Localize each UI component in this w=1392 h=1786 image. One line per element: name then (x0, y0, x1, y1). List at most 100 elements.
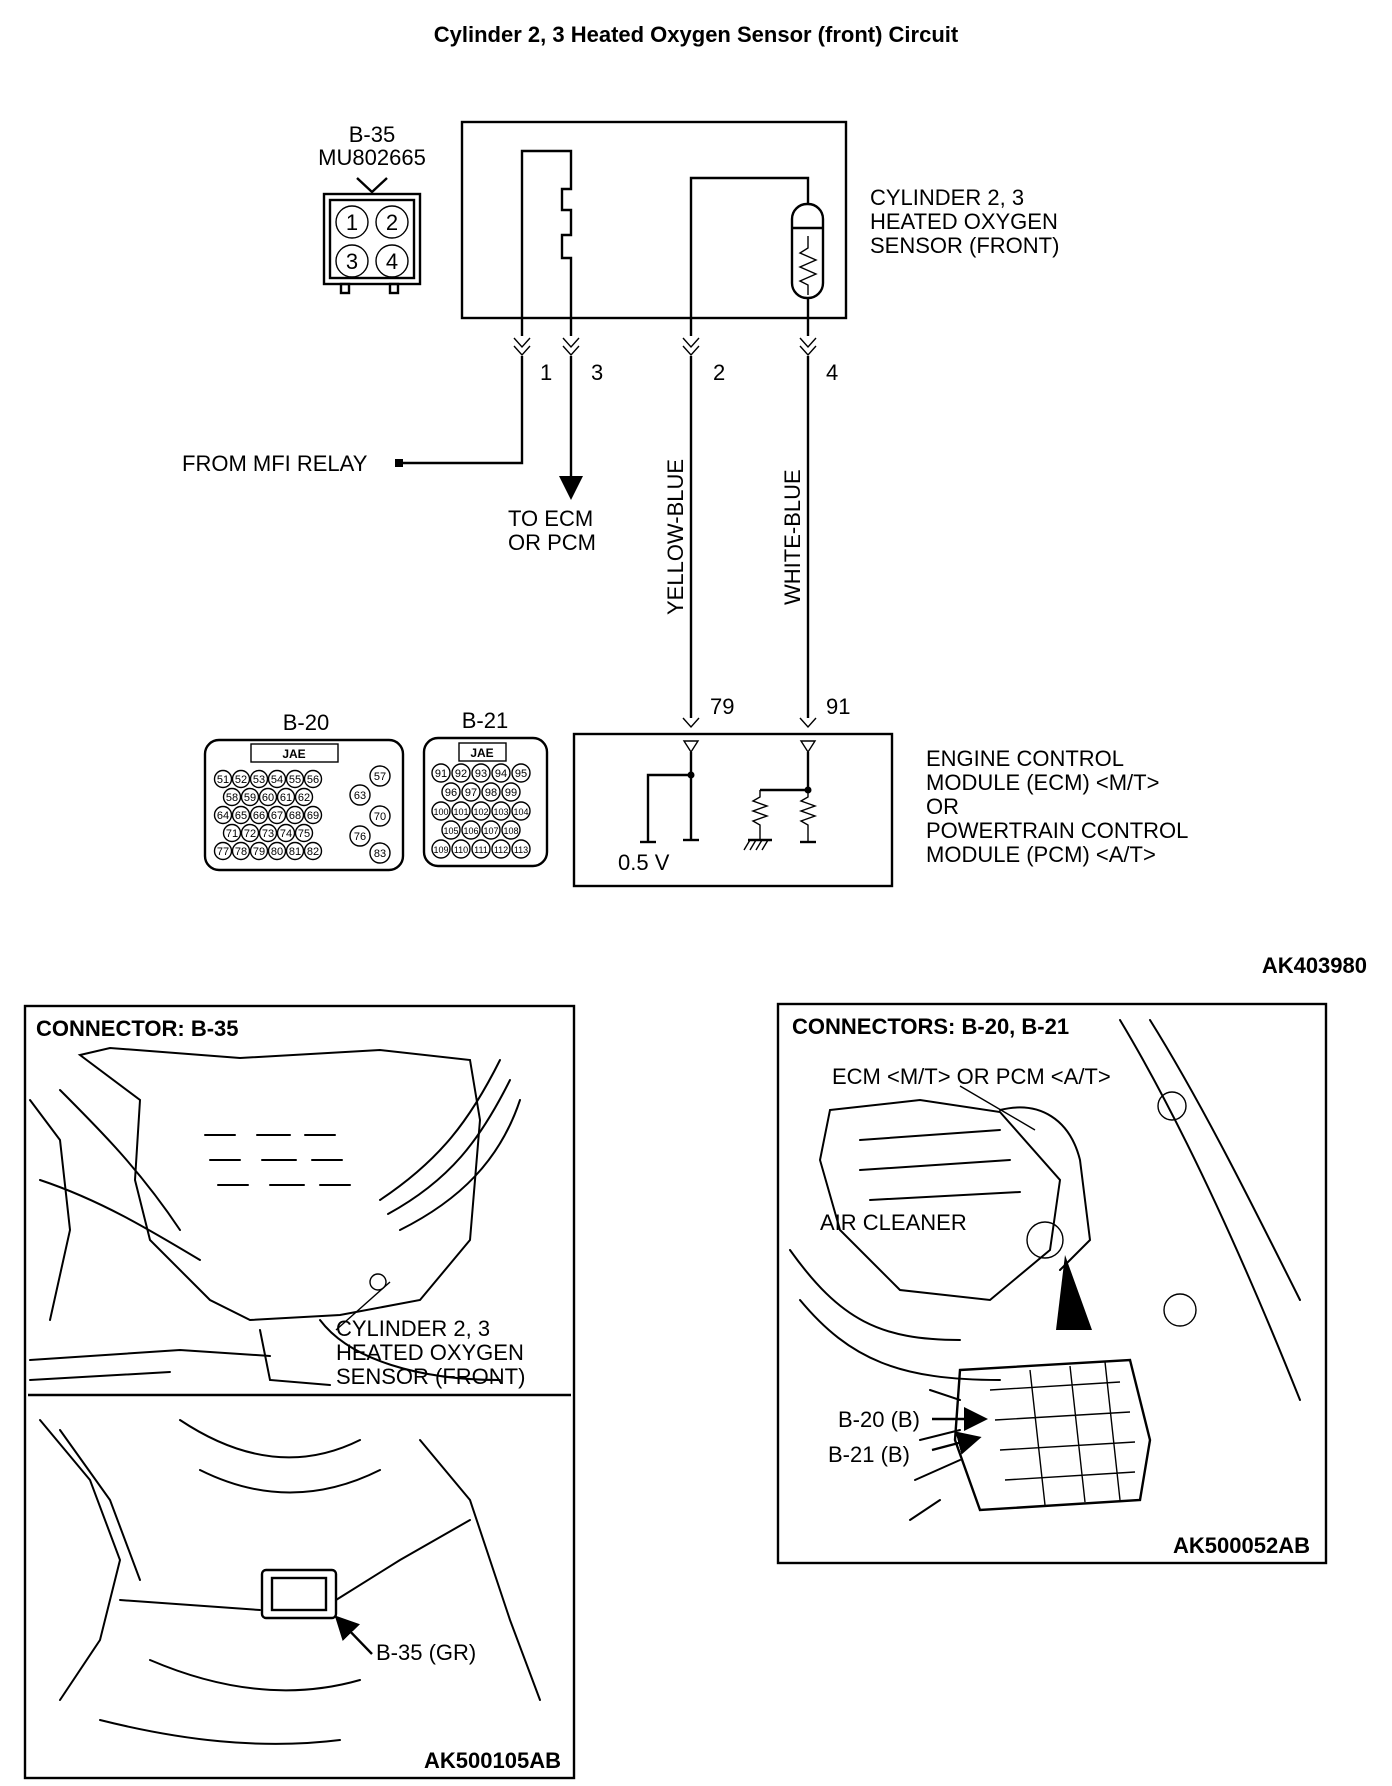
b20-pin-76: 76 (354, 831, 366, 843)
b20-pin-60-circle (258, 787, 278, 807)
ecm-label-3: OR (926, 794, 959, 819)
b20-pin-53-circle (249, 769, 269, 789)
b20-pin-62: 62 (298, 792, 310, 804)
b20-pin-52: 52 (235, 774, 247, 786)
b21-pin-93: 93 (475, 768, 487, 780)
b21-pin-105-circle (441, 820, 461, 840)
sensor-label-3: SENSOR (FRONT) (870, 233, 1059, 258)
panel-left-callout-1: CYLINDER 2, 3 (336, 1316, 490, 1341)
b21-pin-110: 110 (454, 845, 468, 855)
b21-pin-96: 96 (445, 787, 457, 799)
b21-pin-104-circle (511, 801, 531, 821)
b20-pin-62-circle (294, 787, 314, 807)
b20-pin-55: 55 (289, 774, 301, 786)
b20-pin-57: 57 (374, 771, 386, 783)
panel-left-heading: CONNECTOR: B-35 (36, 1016, 239, 1041)
b20-pin-69: 69 (307, 810, 319, 822)
b20-pin-74: 74 (280, 828, 292, 840)
b20-pin-73-circle (258, 823, 278, 843)
b21-pin-104: 104 (513, 807, 528, 817)
b35-pin-4: 4 (386, 249, 398, 274)
b20-pin-76-circle (349, 825, 371, 847)
ecm-label-1: ENGINE CONTROL (926, 746, 1124, 771)
b35-pin-3: 3 (346, 249, 358, 274)
b20-pin-67: 67 (271, 810, 283, 822)
b21-pin-103-circle (491, 801, 511, 821)
b20-pin-79-circle (249, 841, 269, 861)
b20-pin-64-circle (213, 805, 233, 825)
b20-pin-81-circle (285, 841, 305, 861)
b35-part-number: MU802665 (318, 145, 426, 170)
b20-pin-78: 78 (235, 846, 247, 858)
b20-pin-70-circle (369, 805, 391, 827)
b20-pin-65: 65 (235, 810, 247, 822)
b20-pin-54-circle (267, 769, 287, 789)
b20-id: B-20 (283, 710, 329, 735)
wire-pin-1: 1 (540, 360, 552, 385)
b20-pin-69-circle (303, 805, 323, 825)
b20-pin-65-circle (231, 805, 251, 825)
ecm-module-illustration (909, 1358, 1152, 1521)
b20-pin-72: 72 (244, 828, 256, 840)
b21-pin-100: 100 (433, 807, 448, 817)
b35-pin-2: 2 (386, 210, 398, 235)
b20-pin-74-circle (276, 823, 296, 843)
b20-pin-54: 54 (271, 774, 283, 786)
b20-pin-51: 51 (217, 774, 229, 786)
b21-pin-98: 98 (485, 787, 497, 799)
ecm-pin-91: 91 (826, 694, 850, 719)
b20-pin-78-circle (231, 841, 251, 861)
b21-pin-92-circle (451, 763, 471, 783)
b20-pin-79: 79 (253, 846, 265, 858)
wire-connector-marks (513, 337, 817, 357)
wire-color-yellow-blue: YELLOW-BLUE (663, 459, 688, 615)
b35-locator-label: B-35 (GR) (376, 1640, 476, 1665)
reference-voltage: 0.5 V (618, 850, 670, 875)
b20-pin-61: 61 (280, 792, 292, 804)
b20-pin-59: 59 (244, 792, 256, 804)
panel-left-code: AK500105AB (424, 1748, 561, 1773)
ecm-label-4: POWERTRAIN CONTROL (926, 818, 1188, 843)
b21-pin-99: 99 (505, 787, 517, 799)
b21-pin-97-circle (461, 782, 481, 802)
b20-pin-70: 70 (374, 811, 386, 823)
b21-locator-label: B-21 (B) (828, 1442, 910, 1467)
from-mfi-relay-label: FROM MFI RELAY (182, 451, 368, 476)
sensor-label-1: CYLINDER 2, 3 (870, 185, 1024, 210)
wire-pin-3: 3 (591, 360, 603, 385)
b20-pin-59-circle (240, 787, 260, 807)
b21-pin-107-circle (481, 820, 501, 840)
b20-pin-83: 83 (374, 848, 386, 860)
b35-id: B-35 (349, 122, 395, 147)
b20-pin-77-circle (213, 841, 233, 861)
b20-pin-53: 53 (253, 774, 265, 786)
b21-pin-109-circle (431, 839, 451, 859)
b21-pin-91-circle (431, 763, 451, 783)
b21-pin-99-circle (501, 782, 521, 802)
b20-pin-55-circle (285, 769, 305, 789)
b21-pin-96-circle (441, 782, 461, 802)
b20-pin-58-circle (222, 787, 242, 807)
b20-pin-72-circle (240, 823, 260, 843)
b20-pin-71: 71 (226, 828, 238, 840)
b20-pin-66: 66 (253, 810, 265, 822)
b21-pin-94: 94 (495, 768, 507, 780)
b21-pin-105: 105 (443, 826, 458, 836)
b20-pin-71-circle (222, 823, 242, 843)
b20-pin-68-circle (285, 805, 305, 825)
b21-pin-94-circle (491, 763, 511, 783)
b21-pin-113-circle (511, 839, 531, 859)
b35-location-panel: CONNECTOR: B-35 CYLINDER 2, 3 HEATED OXY… (23, 1004, 576, 1780)
panel-left-callout-3: SENSOR (FRONT) (336, 1364, 525, 1389)
figure-code-1: AK403980 (1262, 953, 1367, 978)
ecm-pin-79: 79 (710, 694, 734, 719)
b21-pin-110-circle (451, 839, 471, 859)
ecm-label-5: MODULE (PCM) <A/T> (926, 842, 1156, 867)
engine-bay-illustration (789, 1019, 1301, 1401)
b21-pin-111-circle (471, 839, 491, 859)
b21-pin-112: 112 (494, 845, 508, 855)
zoom-pointer (1056, 1255, 1092, 1330)
b20-pin-68: 68 (289, 810, 301, 822)
